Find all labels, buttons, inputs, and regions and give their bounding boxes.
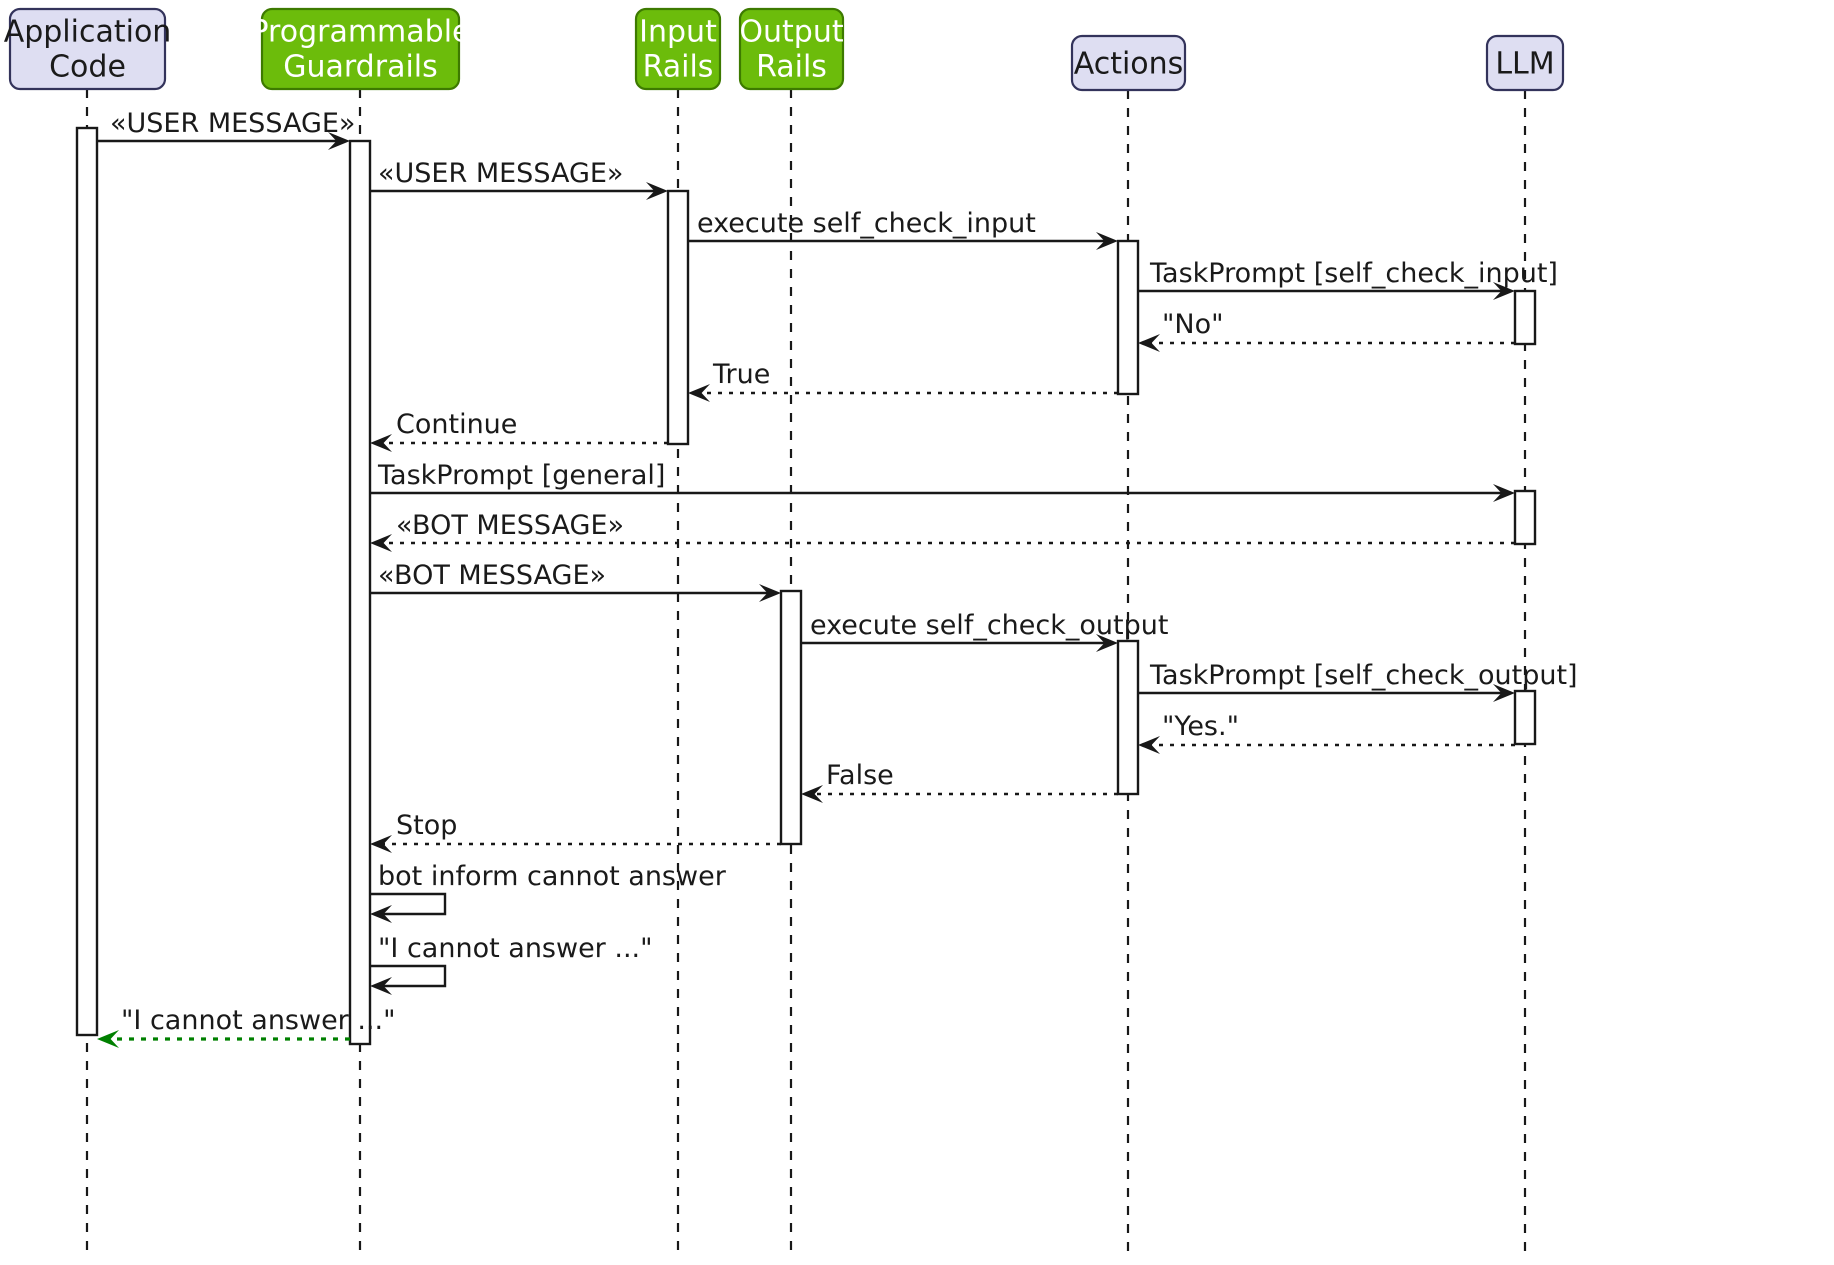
participant-label-actions: Actions — [1074, 47, 1184, 82]
message-m11: execute self_check_output — [801, 610, 1168, 652]
message-label-m6: True — [712, 359, 770, 390]
message-label-m4: TaskPrompt [self_check_input] — [1149, 258, 1558, 289]
participant-label-output-line1: Output — [739, 15, 843, 50]
message-m12: TaskPrompt [self_check_output] — [1138, 660, 1578, 702]
message-m4: TaskPrompt [self_check_input] — [1138, 258, 1558, 300]
message-arrowhead-m10 — [759, 584, 781, 602]
message-m9: «BOT MESSAGE» — [370, 510, 1515, 552]
message-arrowhead-m13 — [1138, 736, 1160, 754]
participant-box-guardrails[interactable] — [260, 7, 461, 91]
message-label-m12: TaskPrompt [self_check_output] — [1149, 660, 1578, 691]
message-arrowhead-m8 — [1493, 484, 1515, 502]
message-arrowhead-m2 — [646, 182, 668, 200]
message-label-m8: TaskPrompt [general] — [377, 460, 665, 491]
message-m15: Stop — [370, 810, 781, 853]
message-arrowhead-m7 — [370, 434, 392, 452]
participant-label-app-line2: Code — [49, 50, 126, 85]
activation-bar-llm — [1513, 489, 1537, 546]
message-label-m1: «USER MESSAGE» — [110, 108, 355, 139]
message-label-m5: "No" — [1162, 309, 1224, 340]
message-label-m11: execute self_check_output — [810, 610, 1168, 641]
self-message-label-m16: bot inform cannot answer — [378, 861, 727, 892]
participant-label-output-line2: Rails — [756, 50, 827, 85]
message-label-m14: False — [826, 760, 894, 791]
activation-bar-output — [779, 589, 803, 846]
activation-bar-llm — [1513, 289, 1537, 346]
activation-bar-app — [75, 126, 99, 1037]
self-messages-layer: bot inform cannot answer "I cannot answer… — [370, 861, 727, 995]
participant-llm[interactable]: LLM — [1485, 34, 1565, 92]
self-message-line-m17 — [370, 964, 447, 988]
activation-bar-input — [666, 189, 690, 446]
participant-label-llm: LLM — [1495, 47, 1554, 82]
message-m7: Continue — [370, 409, 668, 452]
participant-label-guardrails-line2: Guardrails — [283, 50, 438, 85]
message-m2: «USER MESSAGE» — [370, 158, 668, 200]
message-arrowhead-m15 — [370, 835, 392, 853]
message-arrowhead-m5 — [1138, 334, 1160, 352]
participant-box-output[interactable] — [738, 7, 845, 91]
message-label-m10: «BOT MESSAGE» — [378, 560, 606, 591]
activation-bar-actions — [1116, 239, 1140, 396]
message-label-m15: Stop — [396, 810, 457, 841]
message-label-m2: «USER MESSAGE» — [378, 158, 623, 189]
self-message-line-m16 — [370, 892, 447, 916]
message-arrowhead-m11 — [1096, 634, 1118, 652]
message-label-m7: Continue — [396, 409, 517, 440]
self-message-arrowhead-m16 — [370, 905, 392, 923]
self-message-m17: "I cannot answer ..." — [370, 933, 653, 995]
message-m14: False — [801, 760, 1118, 803]
message-arrowhead-m1 — [328, 132, 350, 150]
message-arrowhead-m3 — [1096, 232, 1118, 250]
message-label-m18: "I cannot answer ..." — [121, 1005, 396, 1036]
participant-label-input-line2: Rails — [643, 50, 714, 85]
self-message-arrowhead-m17 — [370, 977, 392, 995]
participant-box-input[interactable] — [634, 7, 722, 91]
message-arrowhead-m18 — [97, 1030, 119, 1048]
message-m1: «USER MESSAGE» — [97, 108, 355, 150]
activation-bar-llm — [1513, 689, 1537, 746]
message-m8: TaskPrompt [general] — [370, 460, 1515, 502]
message-label-m9: «BOT MESSAGE» — [396, 510, 624, 541]
participant-box-app[interactable] — [8, 7, 167, 91]
message-arrowhead-m4 — [1493, 282, 1515, 300]
message-m10: «BOT MESSAGE» — [370, 560, 781, 602]
activation-bar-guardrails — [348, 139, 372, 1046]
activations-layer — [75, 126, 1537, 1046]
participant-label-app-line1: Application — [4, 15, 172, 50]
activation-bar-actions — [1116, 639, 1140, 796]
message-arrowhead-m14 — [801, 785, 823, 803]
message-m13: "Yes." — [1138, 711, 1515, 754]
participant-box-actions[interactable] — [1070, 34, 1187, 92]
participant-actions[interactable]: Actions — [1070, 34, 1187, 92]
message-label-m3: execute self_check_input — [697, 208, 1036, 239]
message-m3: execute self_check_input — [688, 208, 1118, 250]
message-arrowhead-m9 — [370, 534, 392, 552]
message-label-m13: "Yes." — [1162, 711, 1239, 742]
messages-layer: «USER MESSAGE» «USER MESSAGE» execute self… — [97, 108, 1578, 1048]
self-message-label-m17: "I cannot answer ..." — [378, 933, 653, 964]
message-arrowhead-m12 — [1493, 684, 1515, 702]
participant-box-llm[interactable] — [1485, 34, 1565, 92]
participant-label-input-line1: Input — [639, 15, 717, 50]
message-m18: "I cannot answer ..." — [97, 1005, 396, 1048]
participant-label-guardrails-line1: Programmable — [250, 15, 470, 50]
message-arrowhead-m6 — [688, 384, 710, 402]
message-m5: "No" — [1138, 309, 1515, 352]
message-m6: True — [688, 359, 1118, 402]
self-message-m16: bot inform cannot answer — [370, 861, 727, 923]
